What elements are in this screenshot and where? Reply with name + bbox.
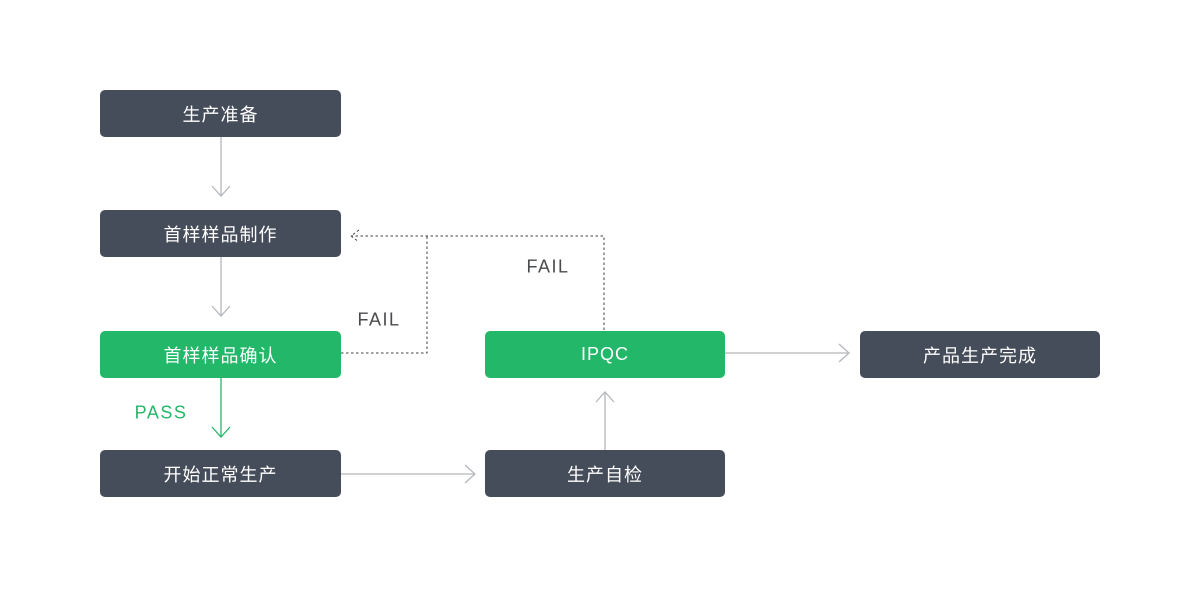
node-first-sample-confirmation: 首样样品确认 (100, 331, 341, 378)
node-label: 首样样品确认 (163, 345, 278, 366)
edge-normal-to-self-check-arrowhead (464, 464, 476, 484)
node-product-complete: 产品生产完成 (860, 331, 1100, 378)
node-start-normal-production: 开始正常生产 (100, 450, 341, 497)
fail-label-ipqc: FAIL (526, 256, 570, 277)
edge-ipqc-to-complete-arrowhead (838, 343, 850, 363)
node-ipqc: IPQC (485, 331, 725, 378)
node-label: IPQC (580, 344, 629, 364)
edge-ipqc-fail-loop-arrowhead (350, 229, 360, 243)
node-production-prep: 生产准备 (100, 90, 341, 137)
node-label: 开始正常生产 (163, 464, 278, 485)
node-production-self-check: 生产自检 (485, 450, 725, 497)
node-label: 生产准备 (182, 104, 259, 125)
node-label: 生产自检 (567, 464, 643, 485)
node-first-sample-production: 首样样品制作 (100, 210, 341, 257)
pass-label: PASS (134, 402, 188, 423)
node-label: 产品生产完成 (923, 345, 1037, 366)
fail-label-sample-confirm: FAIL (357, 309, 401, 330)
edge-confirm-pass-to-normal-arrowhead (211, 426, 231, 438)
edge-self-check-to-ipqc-arrowhead (595, 391, 615, 403)
edge-sample-production-to-confirm-arrowhead (211, 305, 231, 317)
edge-confirm-fail-loop (341, 236, 428, 354)
node-label: 首样样品制作 (163, 224, 278, 245)
edge-prep-to-sample-production-arrowhead (211, 185, 231, 197)
